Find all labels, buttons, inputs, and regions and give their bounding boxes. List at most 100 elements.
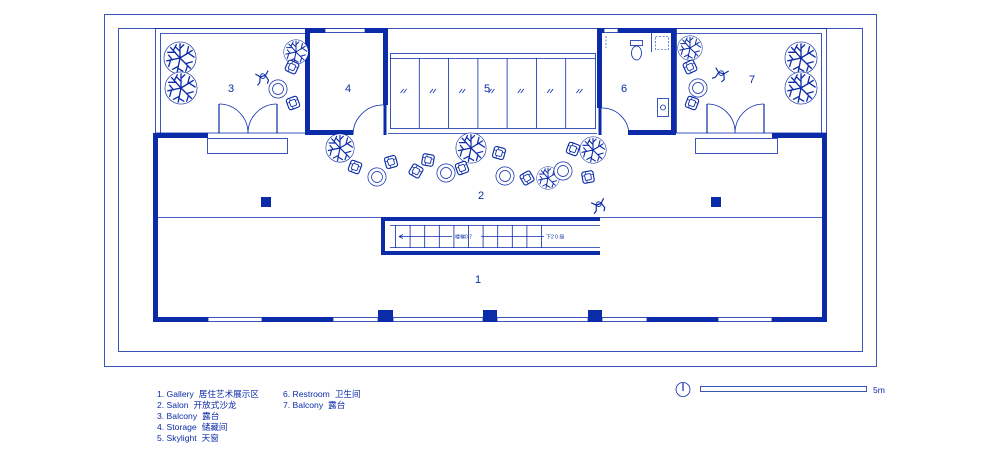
wall-segment: [153, 317, 208, 322]
scale-bar: [700, 386, 867, 392]
wall-segment: [305, 130, 353, 135]
skylight: [388, 53, 597, 134]
site-boundary-outer: [104, 14, 877, 367]
chair-icon: [285, 95, 301, 111]
legend-item: 4. Storage 储藏间: [157, 421, 227, 432]
wall-segment: [597, 28, 604, 33]
chair-icon: [684, 95, 700, 111]
chair-icon: [565, 141, 581, 157]
table-icon: [367, 167, 387, 187]
stair-direction-arrow: [398, 234, 544, 239]
wall-segment: [772, 317, 827, 322]
legend-item-zh: 天窗: [202, 432, 219, 443]
tree-icon: [784, 41, 818, 75]
storage-room: [305, 28, 388, 136]
window: [207, 317, 263, 322]
wall-segment: [153, 133, 158, 322]
storage-window: [324, 28, 366, 33]
legend-item-en: 7. Balcony: [283, 400, 324, 410]
stair-note: 下2 0 级: [546, 234, 564, 241]
chair-icon: [420, 152, 436, 168]
legend-item-zh: 居住艺术展示区: [199, 388, 260, 399]
legend-item-en: 3. Balcony: [157, 411, 198, 421]
north-arrow-icon: [675, 382, 691, 397]
main-hall-walls: [153, 133, 827, 322]
wall-segment: [618, 28, 676, 33]
column: [378, 310, 393, 322]
room-number-storage: 4: [345, 83, 351, 95]
room-number-balcony-west: 3: [228, 83, 234, 95]
legend-item-zh: 储藏间: [202, 421, 228, 432]
column: [711, 197, 721, 207]
person-icon: [590, 198, 608, 215]
room-number-restroom: 6: [621, 83, 627, 95]
skylight-mullions: [418, 58, 567, 128]
balcony-east: [676, 28, 827, 154]
legend-item: 5. Skylight 天窗: [157, 432, 219, 443]
tree-icon: [325, 133, 355, 163]
restroom-cabinet: [655, 36, 669, 50]
chair-icon: [347, 159, 363, 175]
wall-segment: [671, 28, 676, 135]
legend-item-zh: 露台: [202, 410, 219, 421]
table-icon: [553, 161, 573, 181]
legend-item-zh: 卫生间: [335, 388, 361, 399]
legend-item-zh: 露台: [328, 399, 345, 410]
toilet-icon: [630, 40, 643, 61]
stair-wall-top: [381, 217, 600, 221]
skylight-frame: [390, 53, 596, 129]
scale-bar-label: 5m: [873, 385, 885, 395]
tree-icon: [163, 41, 197, 75]
chair-icon: [491, 145, 507, 161]
restroom: [597, 28, 676, 136]
legend-item-en: 4. Storage: [157, 422, 197, 432]
window: [332, 317, 379, 322]
sink-icon: [657, 98, 669, 117]
storage-door-swing: [352, 104, 384, 136]
balcony-east-parapet: [676, 33, 822, 133]
room-number-balcony-east: 7: [749, 74, 755, 86]
chair-icon: [681, 58, 699, 76]
window: [601, 317, 648, 322]
column: [588, 310, 602, 322]
wall-segment: [822, 133, 827, 322]
restroom-door-swing: [601, 107, 630, 136]
furniture: [254, 58, 729, 215]
balcony-west-door-swing: [218, 103, 278, 134]
table-icon: [436, 163, 456, 183]
toilet-bowl: [631, 45, 642, 61]
room-number-skylight: 5: [484, 83, 490, 95]
window: [717, 317, 773, 322]
wall-segment: [628, 130, 676, 135]
stair: 楼梯0.7 下2 0 级: [381, 217, 600, 255]
stair-label: 楼梯0.7: [455, 234, 472, 241]
legend-item: 6. Restroom 卫生间: [283, 388, 361, 399]
legend-item-en: 6. Restroom: [283, 389, 330, 399]
window: [392, 317, 484, 322]
balcony-east-door-swing: [706, 103, 765, 134]
balcony-west-door: [218, 104, 278, 133]
balcony-west-step: [207, 138, 288, 154]
balcony-east-edge: [676, 28, 827, 134]
toilet-tank: [630, 40, 643, 46]
table-icon: [495, 166, 515, 186]
stair-wall-bottom: [381, 251, 600, 255]
wall-segment: [772, 133, 827, 138]
person-icon: [711, 67, 729, 84]
legend-item-en: 5. Skylight: [157, 433, 197, 443]
person-icon: [254, 70, 272, 87]
stair-wall-left: [381, 217, 385, 255]
skylight-glazing-hatch: [400, 88, 583, 94]
tree-icon: [283, 39, 309, 65]
legend-item: 7. Balcony 露台: [283, 399, 345, 410]
sink-drain: [660, 104, 666, 111]
column: [483, 310, 497, 322]
wall-segment: [153, 133, 208, 138]
room-number-salon: 2: [478, 190, 484, 202]
wall-segment: [365, 28, 388, 33]
legend-item: 3. Balcony 露台: [157, 410, 219, 421]
wall-segment: [262, 317, 333, 322]
